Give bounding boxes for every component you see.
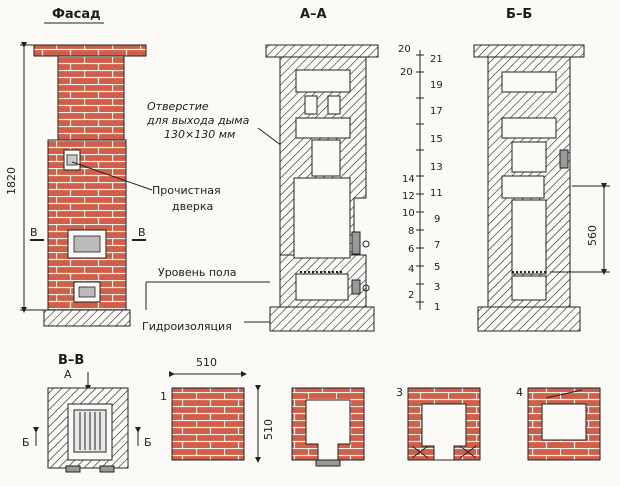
plan-3: 3 [396, 386, 481, 461]
facade-height-label: 1820 [5, 167, 18, 195]
facade-cap [33, 44, 147, 57]
facade-chimney [57, 55, 125, 141]
plan-4: 4 [516, 386, 601, 461]
scale-right-4: 13 [430, 162, 443, 173]
section-marker-left: В [30, 226, 38, 239]
facade-foundation [43, 309, 131, 327]
scale-left-1: 14 [402, 174, 415, 185]
scale-right-1: 19 [430, 80, 443, 91]
bb-dimension: 560 [586, 225, 599, 246]
course-scale: 20 20 14 12 10 8 6 4 2 21 19 17 15 13 11… [398, 44, 443, 313]
scale-right-9: 3 [434, 282, 440, 293]
plan-1-number: 1 [160, 390, 167, 403]
section-vv-title: В–В [58, 353, 84, 368]
section-vv: В–В А Б Б [22, 353, 152, 473]
section-marker-right: В [138, 226, 146, 239]
facade-title: Фасад [52, 7, 101, 22]
plan-width-label: 510 [196, 356, 217, 369]
section-bb: Б–Б 560 [473, 7, 610, 332]
scale-right-6: 9 [434, 214, 440, 225]
scale-left-3: 10 [402, 208, 415, 219]
cleanout-door-label-2: дверка [172, 200, 213, 213]
scale-left-6: 4 [408, 264, 414, 275]
scale-right-0: 21 [430, 54, 443, 65]
smoke-hole-label-2: для выхода дыма [146, 114, 250, 127]
vv-arrow-a: А [64, 368, 72, 381]
scale-right-8: 5 [434, 262, 440, 273]
scale-left-0: 20 [400, 67, 413, 78]
floor-level-label: Уровень пола [158, 266, 237, 279]
scale-left-2: 12 [402, 191, 415, 202]
section-bb-title: Б–Б [506, 7, 532, 22]
scale-left-5: 6 [408, 244, 414, 255]
vv-arrow-b-left: Б [22, 436, 30, 449]
plan-height-label: 510 [262, 419, 275, 440]
smoke-hole-label-3: 130×130 мм [164, 128, 235, 141]
section-aa: А–А [265, 7, 379, 332]
scale-right-2: 17 [430, 106, 443, 117]
scale-top-left: 20 [398, 44, 411, 55]
section-aa-title: А–А [300, 7, 327, 22]
cleanout-door-label-1: Прочистная [152, 184, 221, 197]
plan-3-number: 3 [396, 386, 403, 399]
scale-right-5: 11 [430, 188, 443, 199]
vv-arrow-b-right: Б [144, 436, 152, 449]
scale-left-7: 2 [408, 290, 414, 301]
facade-view: Фасад 1820 В В [5, 7, 147, 327]
smoke-hole-label-1: Отверстие [147, 100, 209, 113]
scale-right-7: 7 [434, 240, 440, 251]
waterproofing-label: Гидроизоляция [142, 320, 232, 333]
scale-left-4: 8 [408, 226, 414, 237]
plan-1: 1 510 510 [160, 356, 275, 463]
plan-2 [291, 387, 365, 467]
scale-right-10: 1 [434, 302, 440, 313]
plan-4-number: 4 [516, 386, 523, 399]
scale-right-3: 15 [430, 134, 443, 145]
